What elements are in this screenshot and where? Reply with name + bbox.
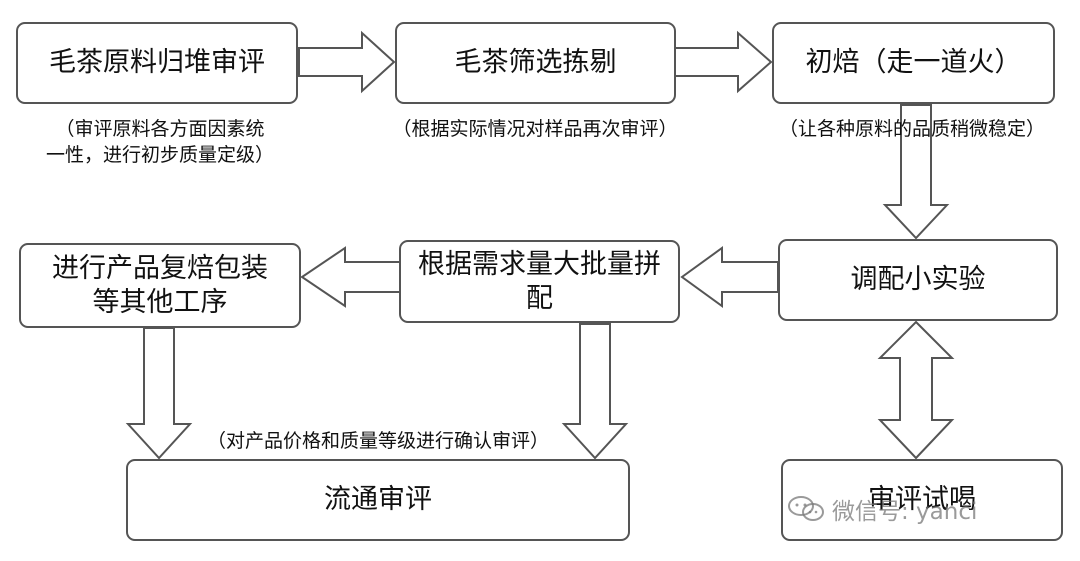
- note-raw-material-review-line2: 一性，进行初步质量定级）: [45, 144, 274, 166]
- arrow-n5-to-n6: [300, 246, 401, 308]
- arrow-n4-to-n5: [680, 246, 779, 308]
- node-re-roast-packaging: 进行产品复焙包装等其他工序: [19, 243, 301, 328]
- wechat-watermark: 微信号: yanci: [786, 492, 977, 526]
- note-screening-sorting-text: （根据实际情况对样品再次审评）: [392, 118, 678, 140]
- arrow-n3-to-n4: [882, 104, 950, 240]
- arrow-n5-to-n7: [561, 323, 629, 460]
- node-tasting-review-label: 审评试喝: [868, 484, 976, 515]
- note-price-quality-confirmation-text: （对产品价格和质量等级进行确认审评）: [206, 430, 549, 452]
- arrow-n6-to-n7: [125, 327, 193, 460]
- wechat-icon: [788, 496, 824, 521]
- arrow-n2-to-n3: [674, 30, 773, 94]
- node-raw-material-review-label: 毛茶原料归堆审评: [49, 47, 265, 78]
- node-screening-sorting-label: 毛茶筛选拣剔: [454, 47, 617, 78]
- node-blending-experiment-label: 调配小实验: [850, 264, 986, 295]
- node-first-roasting-label: 初焙（走一道火）: [805, 47, 1022, 78]
- note-first-roasting: （让各种原料的品质稍微稳定）: [767, 116, 1057, 142]
- node-re-roast-packaging-label: 进行产品复焙包装等其他工序: [52, 252, 268, 318]
- arrow-n4-n8-double: [877, 320, 955, 460]
- node-blending-experiment: 调配小实验: [778, 239, 1058, 321]
- node-bulk-blending-label: 根据需求量大批量拼配: [418, 248, 661, 314]
- note-screening-sorting: （根据实际情况对样品再次审评）: [390, 116, 680, 142]
- note-raw-material-review: （审评原料各方面因素统 一性，进行初步质量定级）: [22, 116, 298, 168]
- node-bulk-blending: 根据需求量大批量拼配: [399, 240, 680, 323]
- node-circulation-review: 流通审评: [126, 459, 630, 541]
- node-screening-sorting: 毛茶筛选拣剔: [395, 22, 676, 104]
- note-price-quality-confirmation: （对产品价格和质量等级进行确认审评）: [196, 428, 560, 454]
- node-circulation-review-label: 流通审评: [324, 484, 432, 515]
- watermark-text: 微信号: yanci: [832, 499, 978, 525]
- note-raw-material-review-line1: （审评原料各方面因素统: [55, 118, 265, 140]
- node-tasting-review: 审评试喝: [781, 459, 1063, 541]
- node-raw-material-review: 毛茶原料归堆审评: [16, 22, 298, 104]
- arrow-n1-to-n2: [298, 30, 396, 94]
- note-first-roasting-text: （让各种原料的品质稍微稳定）: [778, 118, 1045, 140]
- node-first-roasting: 初焙（走一道火）: [772, 22, 1055, 104]
